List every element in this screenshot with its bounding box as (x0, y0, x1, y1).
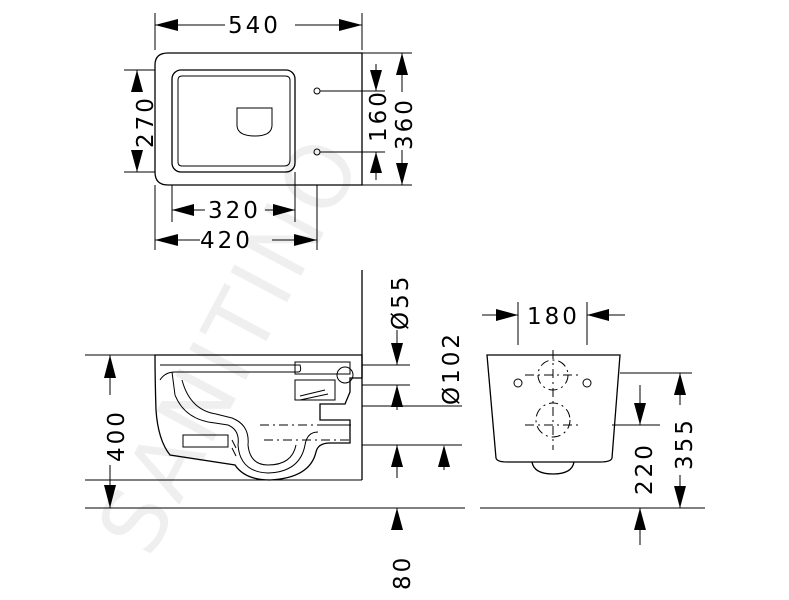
side-view-body (154, 354, 363, 481)
dim-160: 160 (366, 89, 392, 142)
dim-360: 360 (392, 97, 418, 150)
dim-diameter-55: Ø55 (388, 274, 414, 330)
top-view-outlet-hole (236, 107, 273, 137)
dim-220: 220 (632, 442, 658, 495)
dim-180: 180 (527, 304, 580, 330)
dim-420: 420 (200, 228, 253, 254)
front-view-outline (486, 354, 621, 463)
front-view-fixing-hole-right (582, 378, 592, 388)
watermark-text: SANITINO (78, 119, 383, 570)
dim-320: 320 (208, 198, 261, 224)
dim-diameter-102: Ø102 (439, 331, 465, 405)
front-view-fixing-hole-left (513, 378, 523, 388)
dim-540: 540 (228, 13, 281, 39)
front-view: 180 220 355 (480, 302, 705, 545)
top-view-bowl-inner (177, 75, 291, 167)
dim-270: 270 (133, 95, 159, 148)
side-view: 400 Ø55 Ø102 80 (85, 270, 465, 590)
top-view-bolt-hole-upper (313, 87, 321, 95)
side-view-bowl-contour (171, 371, 319, 474)
dim-80: 80 (390, 555, 416, 590)
dim-400: 400 (104, 409, 130, 462)
top-view-bowl-rim (171, 69, 296, 173)
top-view: 540 270 160 360 320 (124, 13, 418, 254)
dim-355: 355 (672, 417, 698, 470)
